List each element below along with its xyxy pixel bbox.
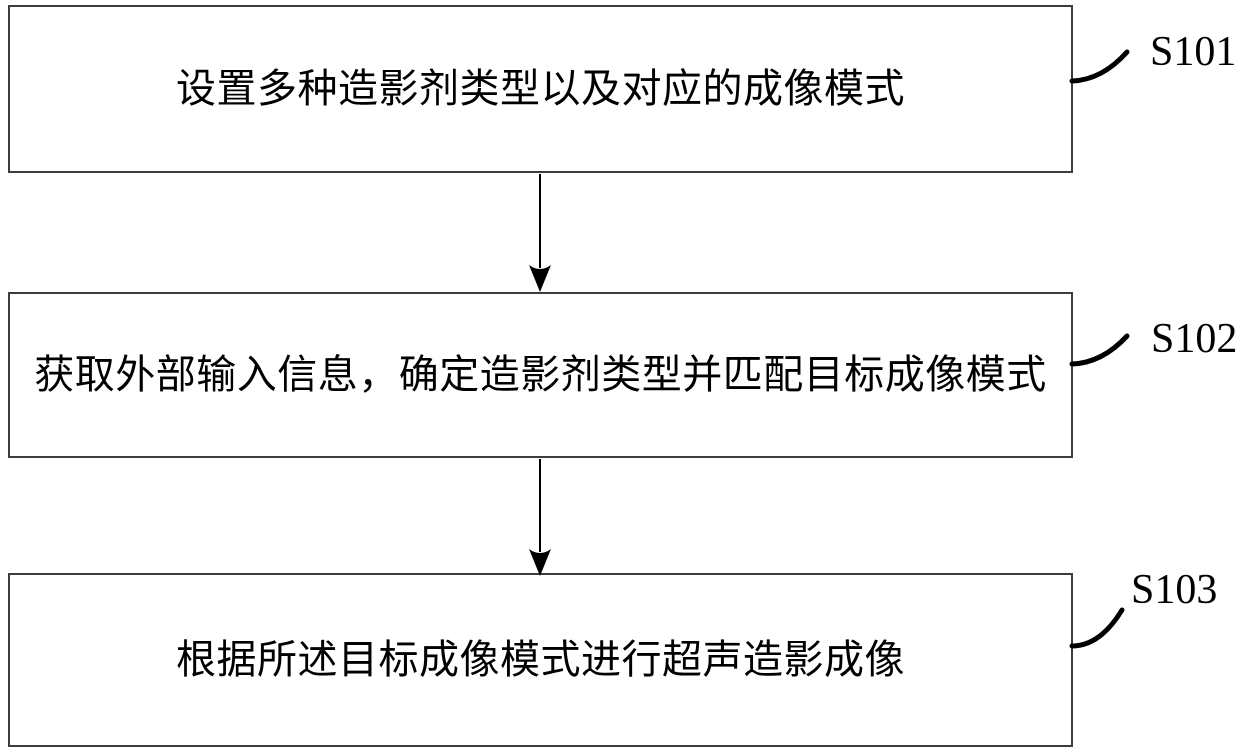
step-label-s103: S103 <box>1131 567 1218 613</box>
arrowhead-s101-s102-icon <box>529 265 551 292</box>
step-box-s102: 获取外部输入信息，确定造影剂类型并匹配目标成像模式 <box>8 292 1073 458</box>
step-text-s102: 获取外部输入信息，确定造影剂类型并匹配目标成像模式 <box>34 352 1047 397</box>
hook-leader-s101 <box>1069 49 1130 84</box>
step-text-s101: 设置多种造影剂类型以及对应的成像模式 <box>176 66 905 111</box>
hook-leader-s103 <box>1069 607 1125 649</box>
step-box-s103: 根据所述目标成像模式进行超声造影成像 <box>8 573 1073 747</box>
step-label-s102: S102 <box>1151 316 1238 362</box>
hook-leader-s102 <box>1069 333 1130 367</box>
arrowhead-s102-s103-icon <box>529 549 551 576</box>
step-text-s103: 根据所述目标成像模式进行超声造影成像 <box>176 637 905 682</box>
step-label-s101: S101 <box>1150 29 1237 75</box>
step-box-s101: 设置多种造影剂类型以及对应的成像模式 <box>8 5 1073 173</box>
